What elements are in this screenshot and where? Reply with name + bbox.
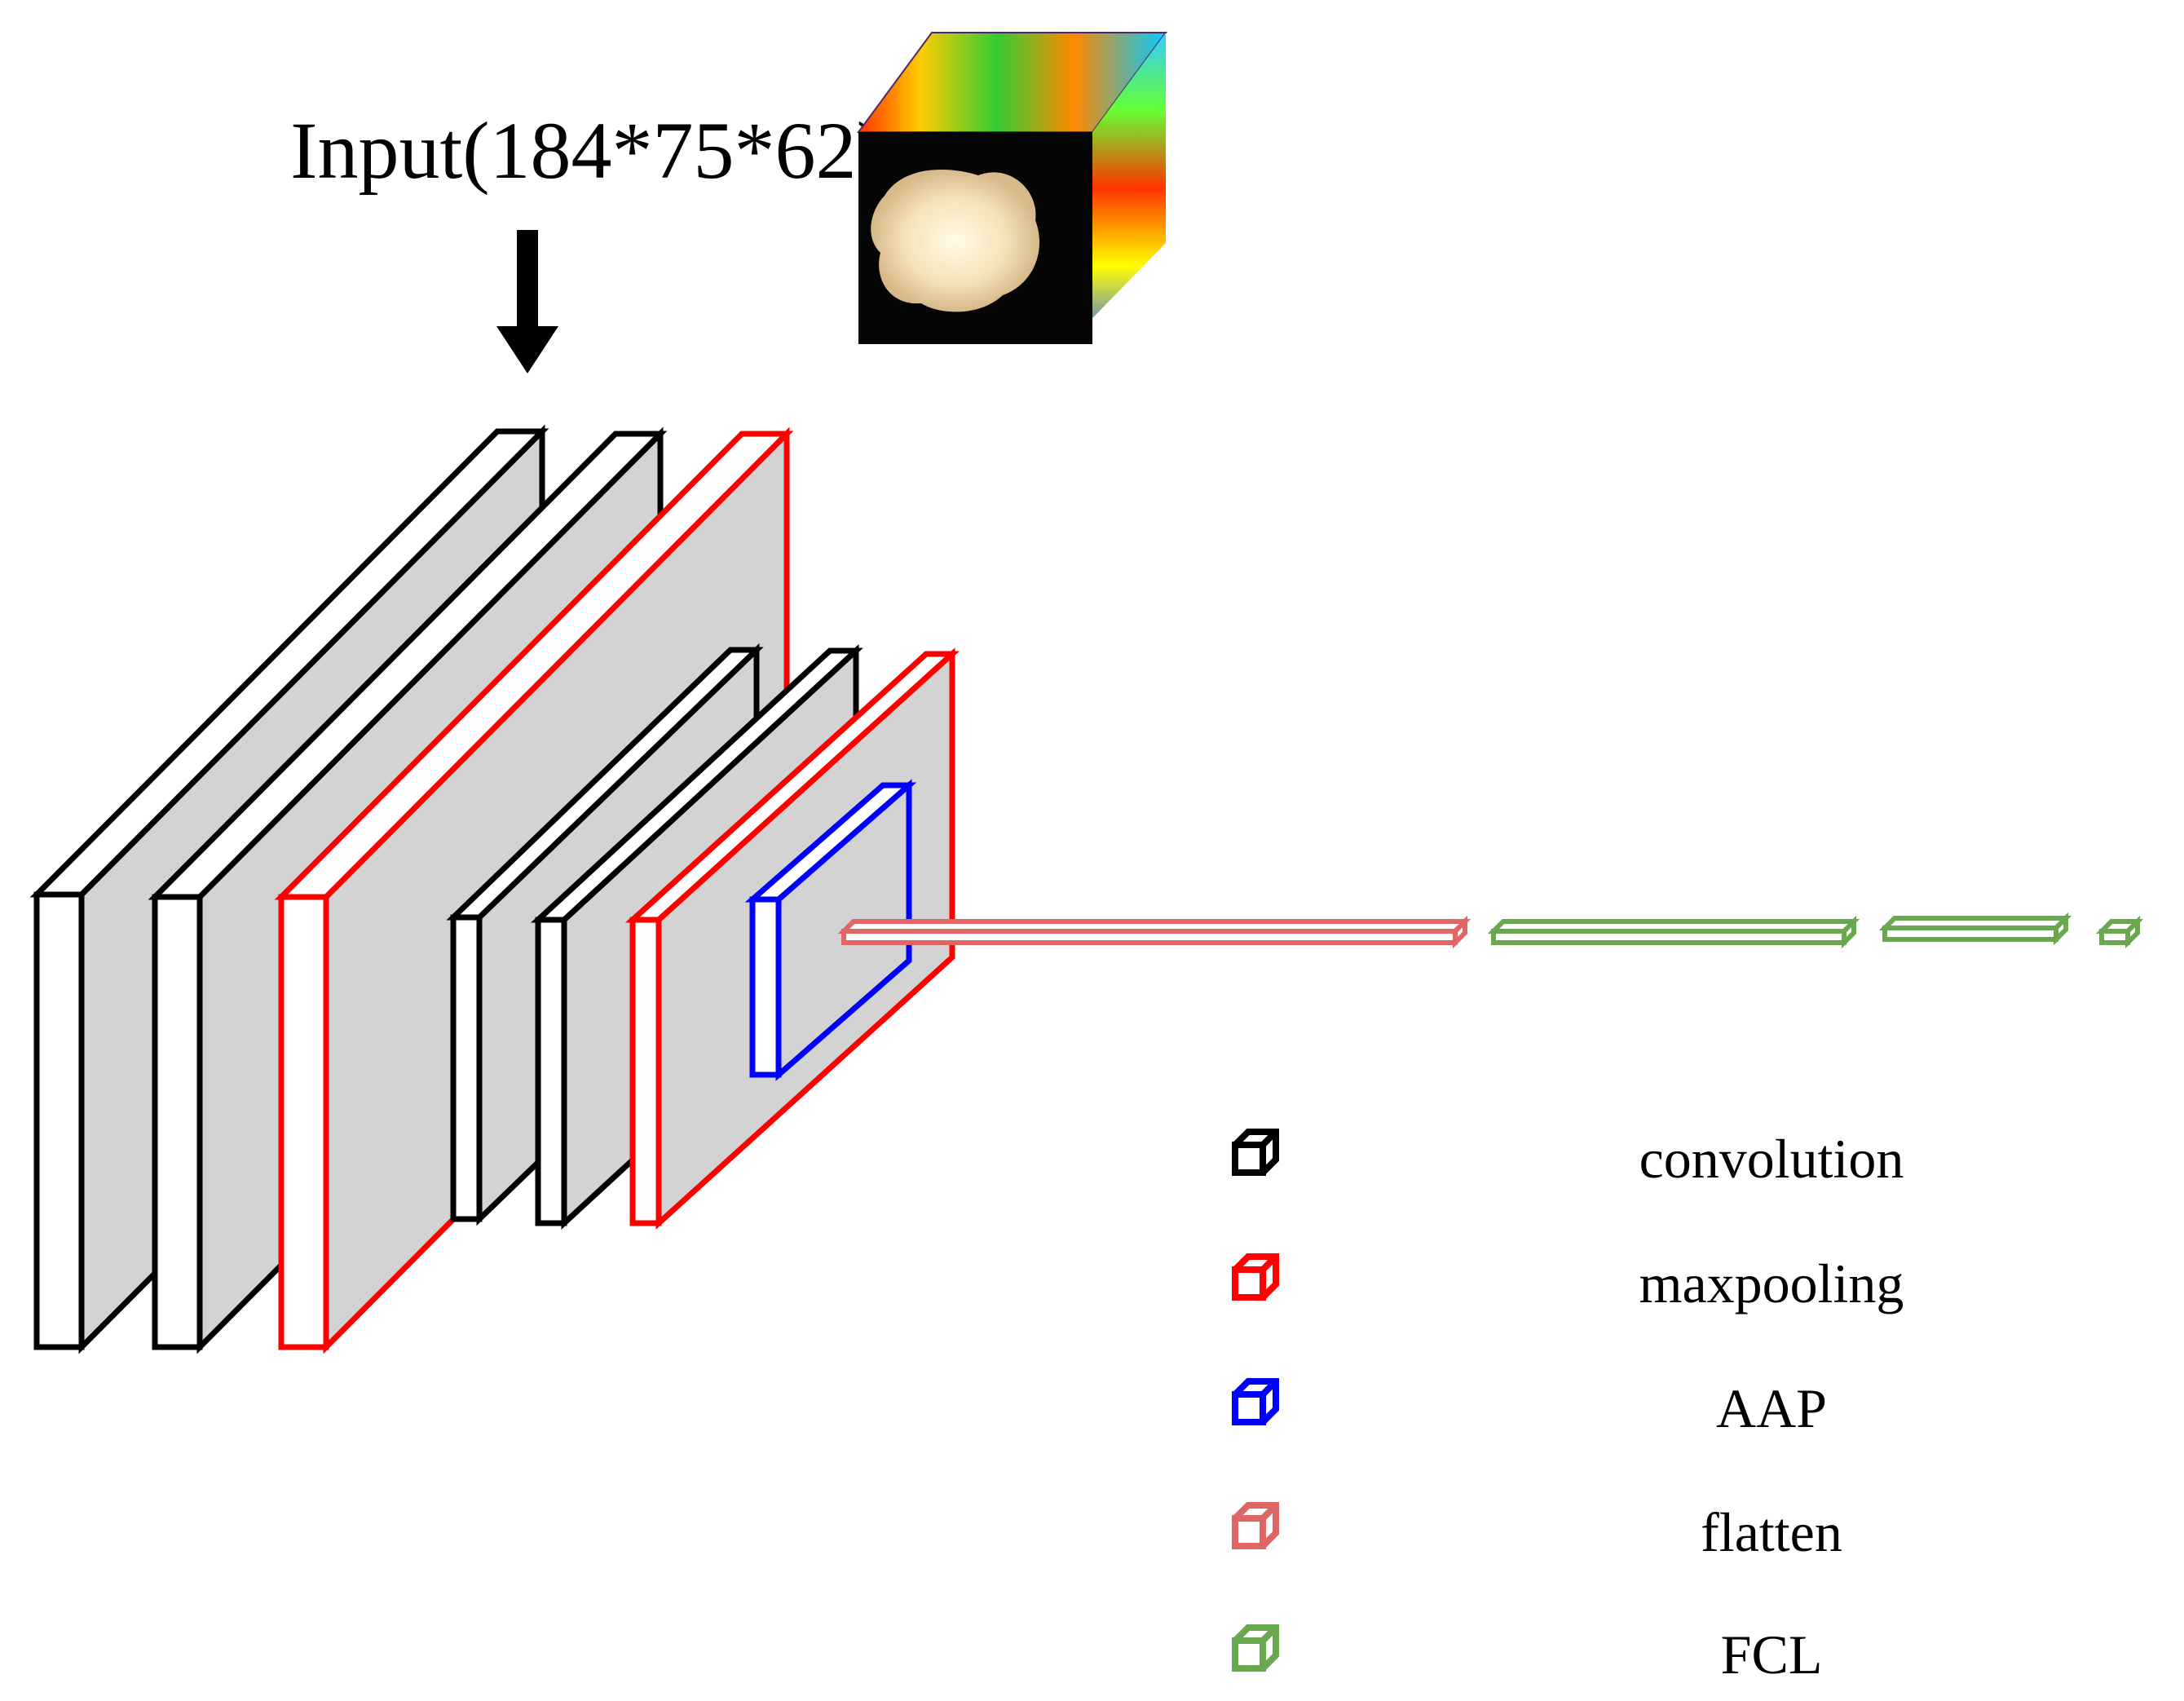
legend-item-flatten: flatten — [1232, 1501, 1842, 1563]
legend-label: AAP — [1716, 1377, 1827, 1439]
down-arrow-icon — [496, 230, 558, 373]
dense-stack — [837, 912, 2144, 949]
fcl-layer-1 — [1487, 915, 1860, 949]
cube-outline-icon — [1232, 1253, 1279, 1301]
cube-outline-icon — [1232, 1502, 1279, 1549]
input-label: Input(184*75*62) — [290, 105, 884, 196]
hyperspectral-cube-image — [857, 32, 1167, 344]
cube-outline-icon — [1232, 1378, 1279, 1425]
legend-item-fcl: FCL — [1232, 1624, 1823, 1686]
fcl-layer-2 — [1878, 912, 2072, 946]
fcl-layer-3 — [2095, 915, 2144, 949]
legend-label: maxpooling — [1639, 1253, 1904, 1314]
cube-outline-icon — [1232, 1129, 1279, 1176]
cube-outline-icon — [1232, 1624, 1279, 1672]
legend-label: flatten — [1701, 1501, 1842, 1563]
layer-stack — [29, 424, 960, 1354]
legend-item-convolution: convolution — [1232, 1128, 1904, 1190]
legend-label: convolution — [1639, 1128, 1904, 1190]
legend-item-maxpooling: maxpooling — [1232, 1253, 1904, 1314]
legend-item-aap: AAP — [1232, 1377, 1827, 1439]
flatten-layer — [837, 915, 1471, 949]
legend-label: FCL — [1721, 1624, 1823, 1686]
